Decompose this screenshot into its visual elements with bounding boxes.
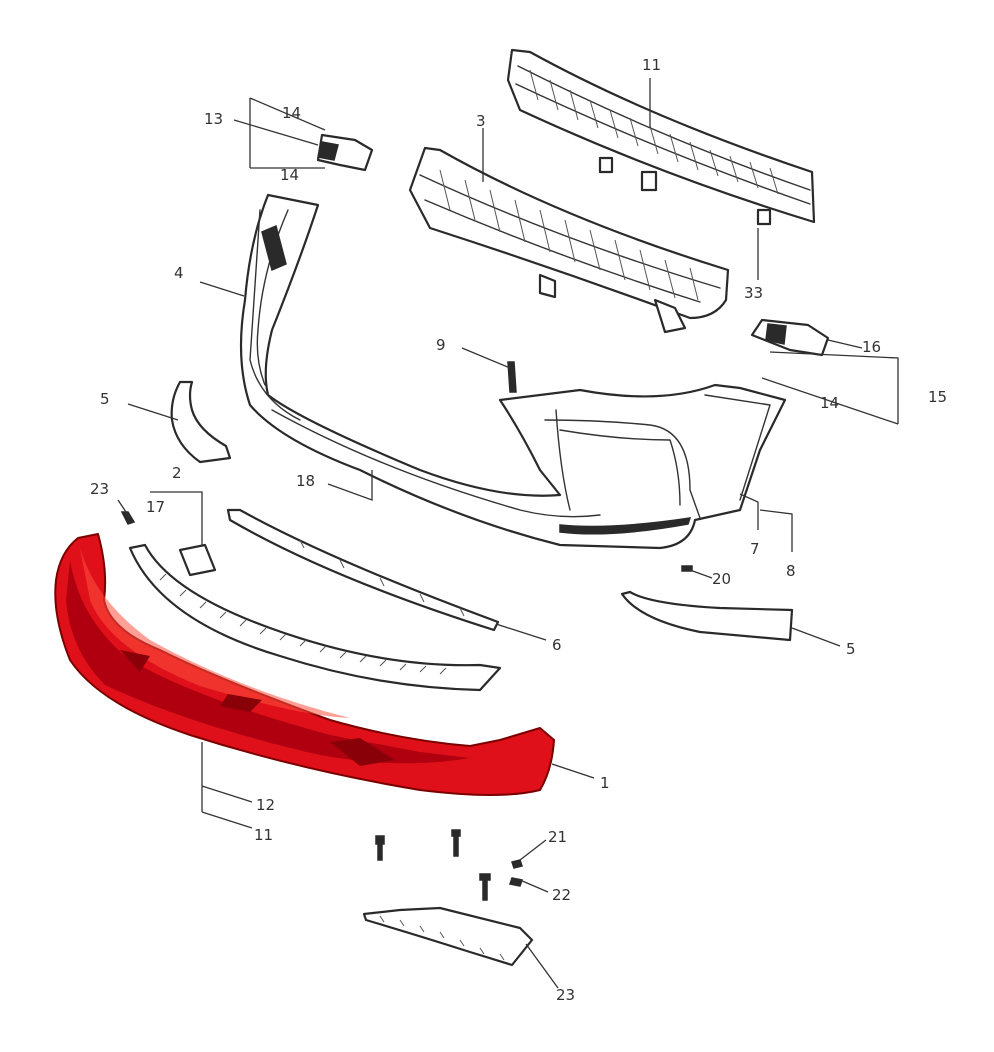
callout: 11 (254, 826, 273, 844)
callout: 6 (552, 636, 562, 654)
lower-grille-bar (128, 543, 502, 692)
right-side-trim (620, 590, 794, 642)
callout: 5 (100, 390, 110, 408)
callout: 23 (90, 480, 109, 498)
reinforcement-bar (506, 48, 816, 226)
bumper-cover (239, 193, 787, 550)
callout: 14 (282, 104, 301, 122)
callout: 14 (280, 166, 299, 184)
callout: 14 (820, 394, 839, 412)
callout: 7 (750, 540, 760, 558)
callout: 23 (556, 986, 575, 1004)
callout: 9 (436, 336, 446, 354)
moulding-strip (226, 508, 500, 632)
callout: 21 (548, 828, 567, 846)
lower-spoiler-highlighted (54, 533, 555, 796)
right-upper-bracket (750, 318, 830, 357)
callout: 8 (786, 562, 796, 580)
callout: 1 (600, 774, 610, 792)
callout-numbers: 11 3 13 14 14 4 9 33 16 15 14 5 18 23 2 … (90, 56, 947, 1004)
callout: 5 (846, 640, 856, 658)
callout: 13 (204, 110, 223, 128)
callout: 2 (172, 464, 182, 482)
fastener-parts (120, 361, 693, 901)
energy-absorber (408, 146, 730, 334)
callout: 15 (928, 388, 947, 406)
callout: 3 (476, 112, 486, 130)
callout: 22 (552, 886, 571, 904)
left-side-trim (170, 380, 232, 464)
callout: 16 (862, 338, 881, 356)
callout: 18 (296, 472, 315, 490)
callout: 11 (642, 56, 661, 74)
leader-lines (117, 78, 899, 989)
callout: 4 (174, 264, 184, 282)
skid-plate (362, 906, 534, 967)
left-upper-bracket (316, 133, 374, 172)
callout: 12 (256, 796, 275, 814)
callout: 33 (744, 284, 763, 302)
callout: 17 (146, 498, 165, 516)
callout: 20 (712, 570, 731, 588)
